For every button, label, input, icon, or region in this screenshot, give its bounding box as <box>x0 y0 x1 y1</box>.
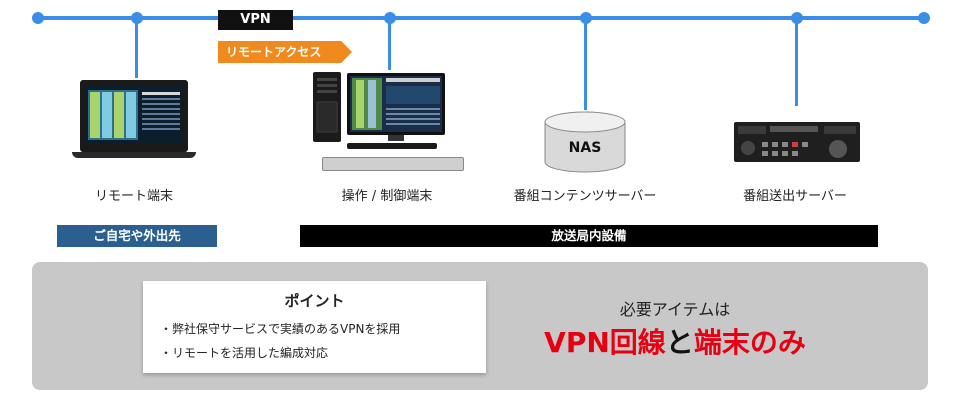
laptop-base <box>72 152 196 158</box>
network-node-left-end <box>32 12 44 24</box>
network-node-playout <box>791 12 803 24</box>
point-title: ポイント <box>284 292 345 310</box>
nas-label: NAS <box>568 140 602 156</box>
network-node-nas <box>580 12 592 24</box>
requirement-statement: VPN回線と端末のみ <box>500 321 850 361</box>
monitor-stand <box>388 135 404 141</box>
point-item: ・弊社保守サービスで実績のあるVPNを採用 <box>160 322 401 336</box>
requirement-connector: と <box>665 326 694 359</box>
drop-line-playout <box>795 20 798 106</box>
nas-cylinder-icon <box>544 111 626 173</box>
network-line <box>37 16 923 20</box>
requirement-vpn-line: VPN回線 <box>544 326 666 359</box>
rack-unit-icon <box>322 157 464 171</box>
pc-tower-art <box>316 78 338 133</box>
playout-deck-art <box>738 126 856 158</box>
drop-line-nas <box>584 20 587 110</box>
remote-terminal-label: リモート端末 <box>94 189 173 204</box>
laptop-icon <box>80 80 188 152</box>
keyboard-icon <box>347 143 437 149</box>
content-server-label: 番組コンテンツサーバー <box>513 189 657 204</box>
pc-tower-icon <box>313 72 341 142</box>
drop-line-control <box>388 20 391 70</box>
location-station-bar: 放送局内設備 <box>300 225 878 247</box>
playout-server-label: 番組送出サーバー <box>743 189 847 204</box>
control-terminal-label: 操作 / 制御端末 <box>341 189 433 204</box>
network-node-remote <box>131 12 143 24</box>
network-node-right-end <box>918 12 930 24</box>
laptop-screen-art <box>88 90 180 140</box>
requirement-heading: 必要アイテムは <box>619 300 731 319</box>
drop-line-remote <box>135 20 138 78</box>
location-home-bar: ご自宅や外出先 <box>57 225 217 247</box>
monitor-screen-art <box>352 78 440 130</box>
network-node-control <box>384 12 396 24</box>
point-card: ポイント ・弊社保守サービスで実績のあるVPNを採用 ・リモートを活用した編成対… <box>143 281 486 373</box>
point-item: ・リモートを活用した編成対応 <box>160 346 329 360</box>
playout-deck-icon <box>734 122 860 162</box>
vpn-badge: VPN <box>218 10 293 30</box>
monitor-icon <box>347 73 445 135</box>
requirement-terminal-only: 端末のみ <box>693 326 806 359</box>
remote-access-tag: リモートアクセス <box>218 41 352 63</box>
